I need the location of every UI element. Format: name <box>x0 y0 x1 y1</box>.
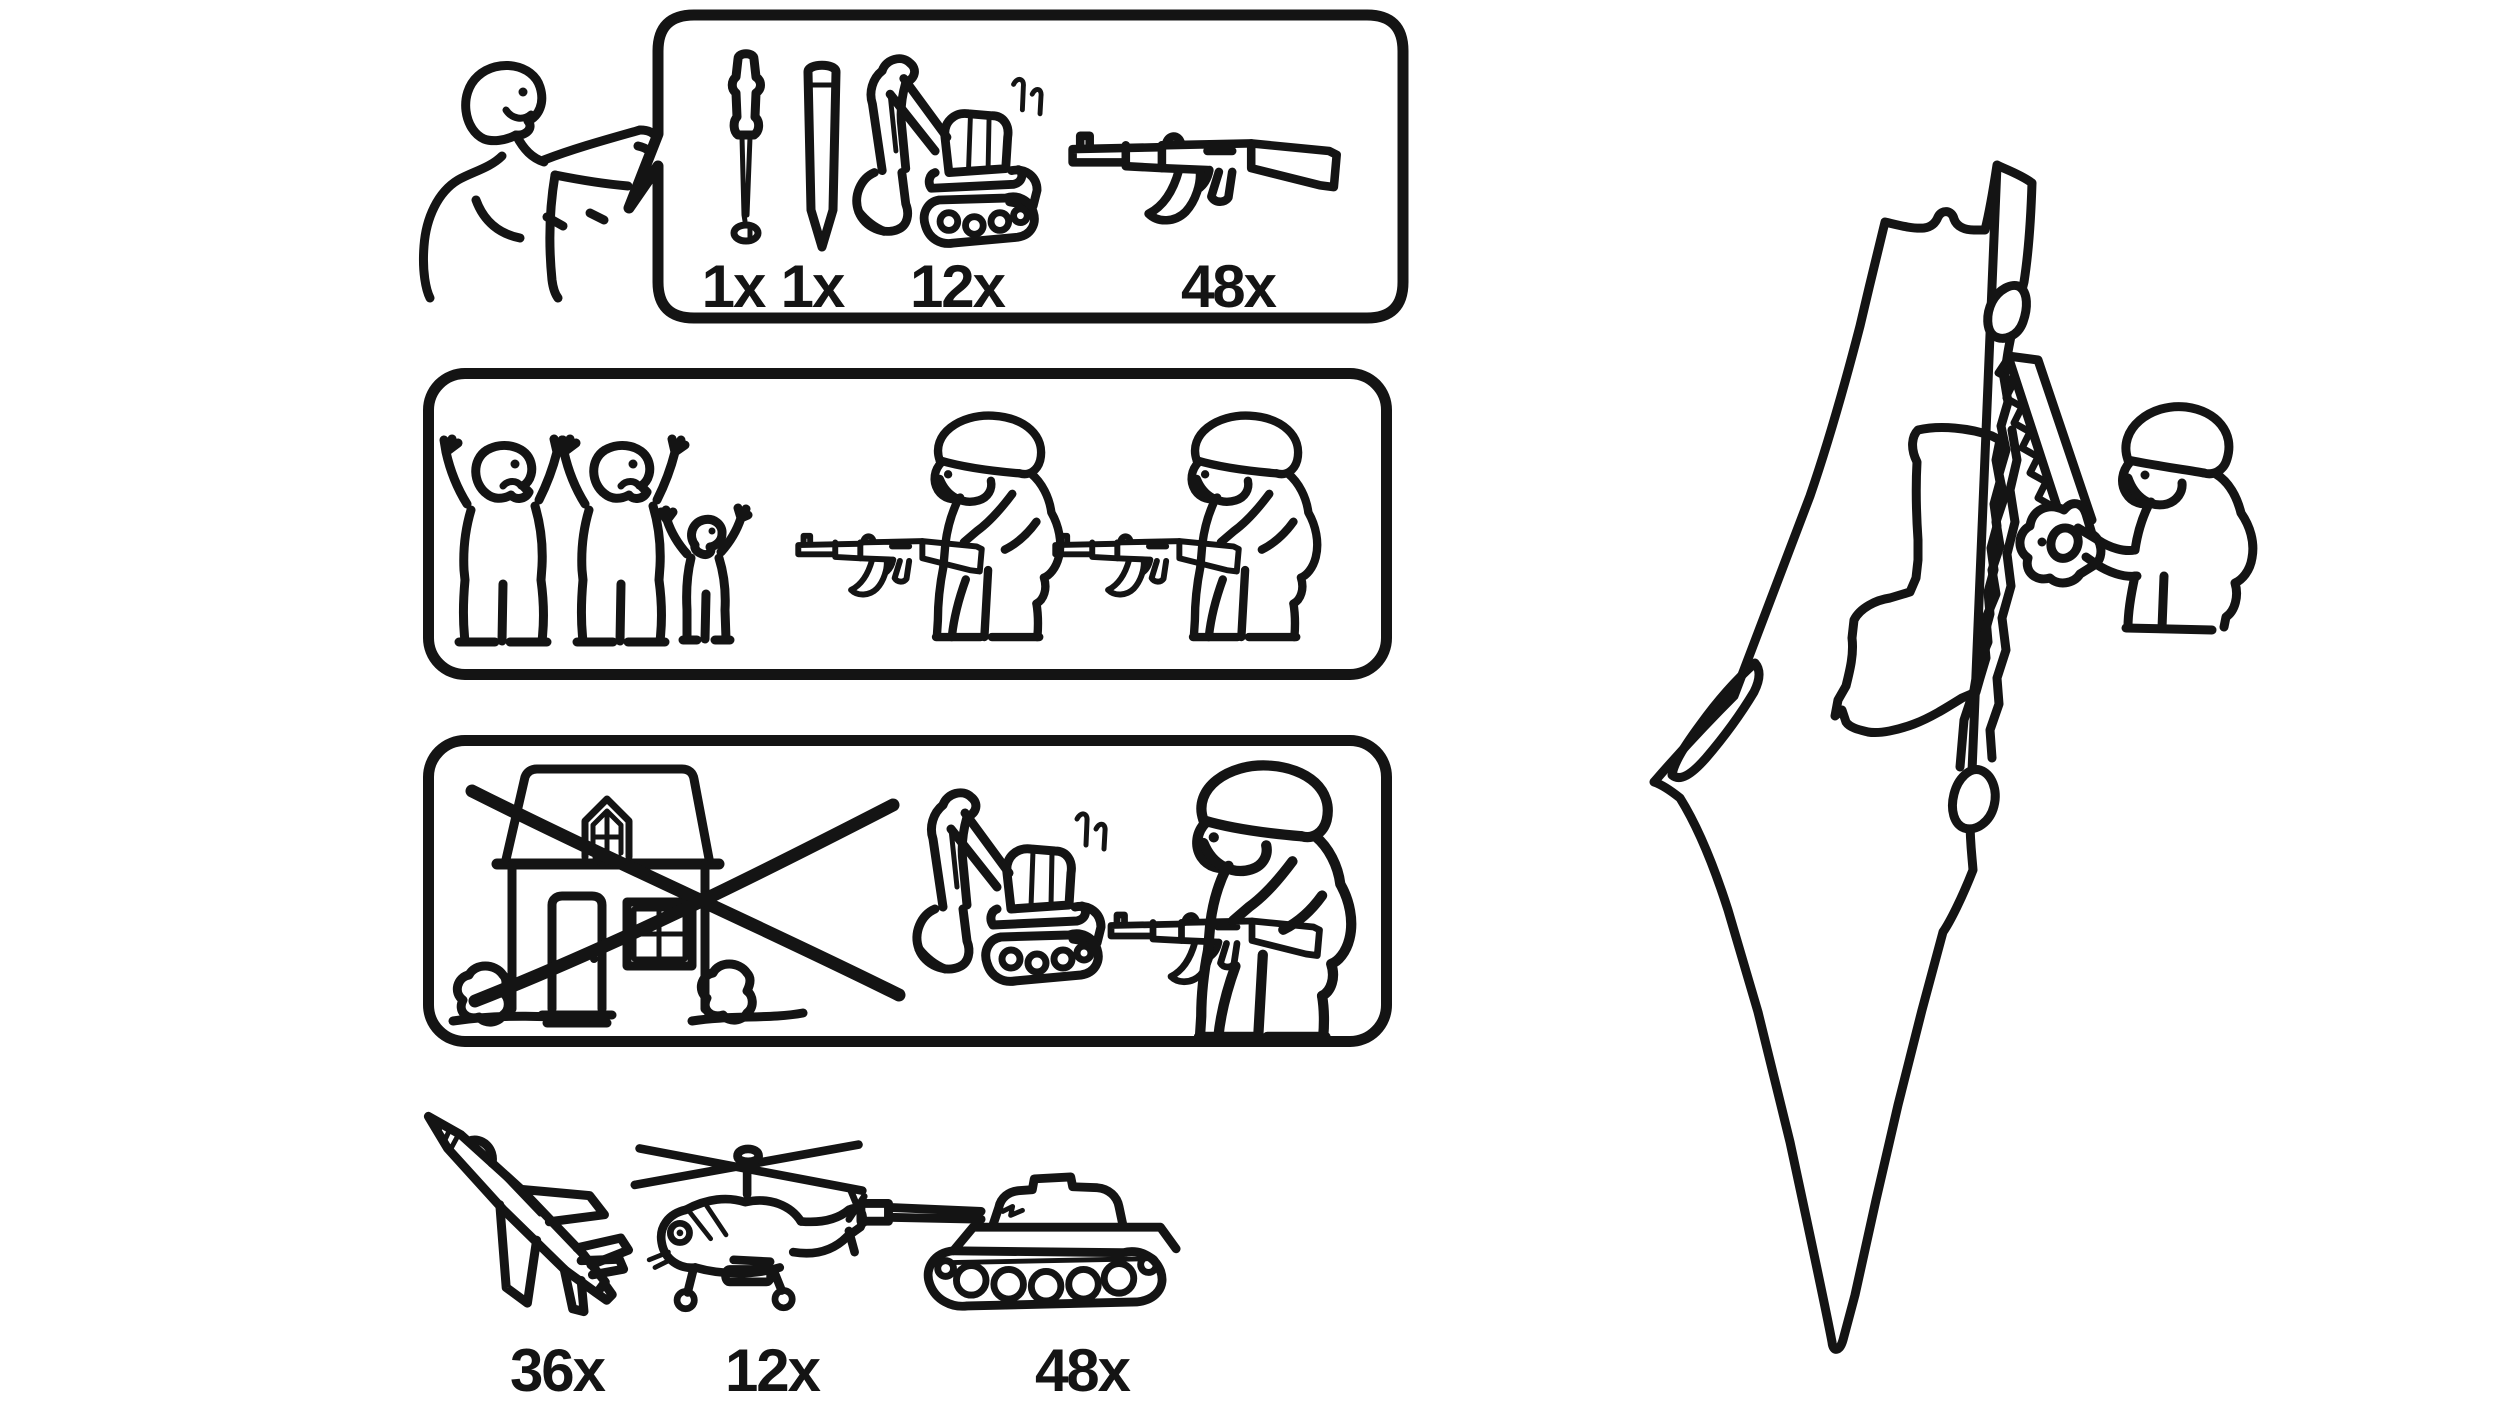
hand-saw-icon <box>1994 351 2106 588</box>
helicopter-qty-label: 12x <box>724 1337 821 1404</box>
child-figure <box>656 503 753 645</box>
soldier-rifle <box>1055 536 1238 595</box>
dead-sea <box>1947 765 2000 834</box>
rifle-icon <box>1073 136 1337 220</box>
pencil-icon <box>803 60 841 252</box>
adult-figure <box>562 439 685 642</box>
cross-out-x <box>465 784 906 1008</box>
jet-qty-label: 36x <box>509 1337 606 1404</box>
tank-icon <box>856 1172 1181 1311</box>
instructor-pointing-arm <box>539 125 645 165</box>
house-crossed-out <box>448 764 906 1028</box>
excavator-icon <box>857 59 1041 244</box>
panel-family-scene <box>435 382 1400 682</box>
excavator-icon <box>917 793 1105 982</box>
rifle-qty-label: 48x <box>1180 253 1277 320</box>
west-bank-outline <box>1830 423 2005 737</box>
awl-qty-label: 1x <box>701 253 767 320</box>
sawing-soldier-figure <box>2073 402 2258 635</box>
soldier-figure <box>935 416 1061 637</box>
pencil-qty-label: 1x <box>780 253 846 320</box>
instructor-figure <box>419 60 661 303</box>
map-scene <box>1649 160 2258 1354</box>
instructor-eye <box>518 87 528 97</box>
gaza-strip-outline <box>1667 658 1764 782</box>
awl-icon <box>727 49 765 245</box>
kerf-cut-line <box>1985 425 2022 763</box>
panel-demolition-scene <box>448 747 1400 1047</box>
soldier-figure <box>1197 765 1351 1036</box>
arsenal-row <box>423 1111 1181 1317</box>
adult-figure <box>444 439 567 642</box>
soldier-rifle <box>798 536 981 595</box>
sea-of-galilee <box>1983 281 2031 343</box>
excavator-qty-label: 12x <box>909 253 1006 320</box>
parts-row <box>727 49 1390 252</box>
fighter-jet-icon <box>423 1111 634 1317</box>
tank-qty-label: 48x <box>1034 1337 1131 1404</box>
soldier-figure <box>1192 416 1318 637</box>
attack-helicopter-icon <box>630 1140 868 1313</box>
